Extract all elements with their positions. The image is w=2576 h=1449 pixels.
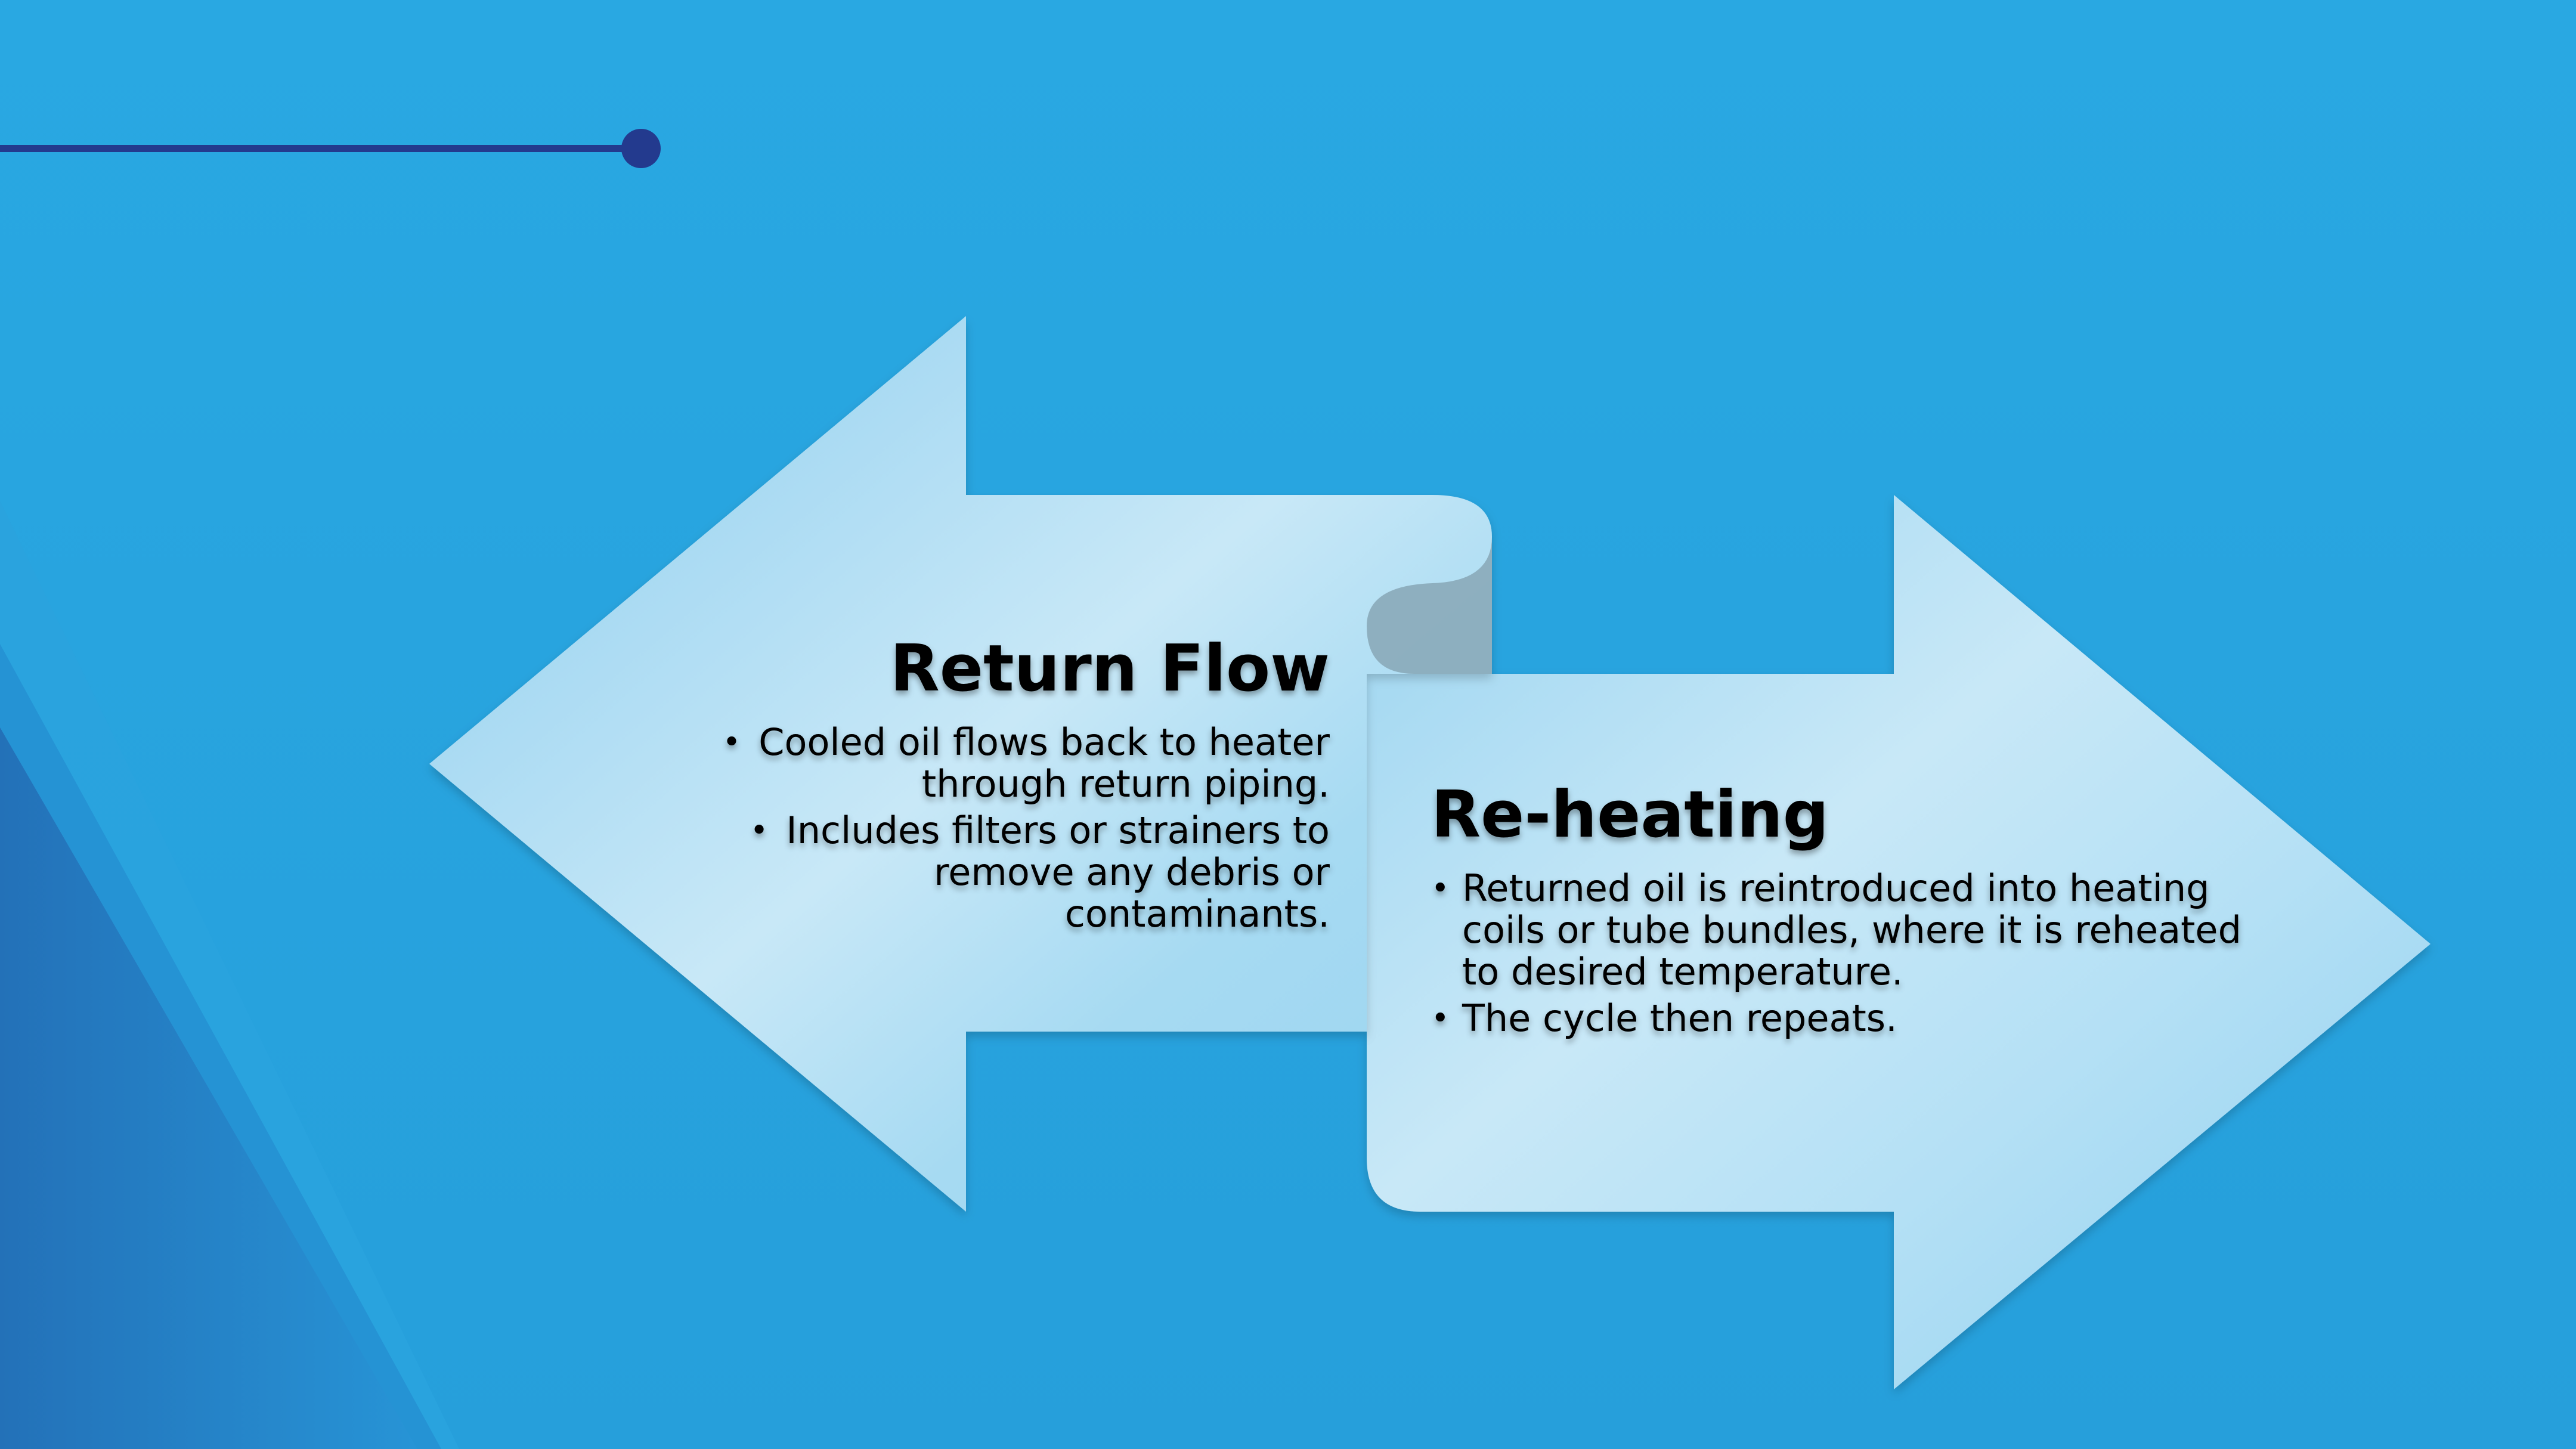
accent-dot <box>621 129 661 168</box>
right-arrow-shape <box>1367 495 2431 1389</box>
return-flow-bullets: •Cooled oil flows back to heater through… <box>656 722 1330 935</box>
bullet-icon: • <box>1431 871 1450 907</box>
reheating-block: Re-heating •Returned oil is reintroduced… <box>1431 778 2278 1044</box>
decor-stripe-dark <box>0 727 417 1449</box>
return-flow-bullet-1: •Cooled oil flows back to heater through… <box>722 720 1330 806</box>
reheating-bullets: •Returned oil is reintroduced into heati… <box>1431 868 2278 1039</box>
arrow-fold <box>1367 537 1492 674</box>
reheating-bullet-2: •The cycle then repeats. <box>1431 996 1897 1041</box>
return-flow-block: Return Flow •Cooled oil flows back to he… <box>656 631 1330 940</box>
reheating-heading: Re-heating <box>1431 778 1829 852</box>
bullet-icon: • <box>1431 1001 1450 1037</box>
reheating-bullet-1: •Returned oil is reintroduced into heati… <box>1431 866 2241 994</box>
bullet-icon: • <box>750 813 769 849</box>
return-flow-heading: Return Flow <box>890 631 1330 706</box>
bullet-icon: • <box>722 724 741 761</box>
left-arrow-shape <box>429 316 1492 1212</box>
return-flow-bullet-2: •Includes filters or strainers to remove… <box>750 809 1330 936</box>
